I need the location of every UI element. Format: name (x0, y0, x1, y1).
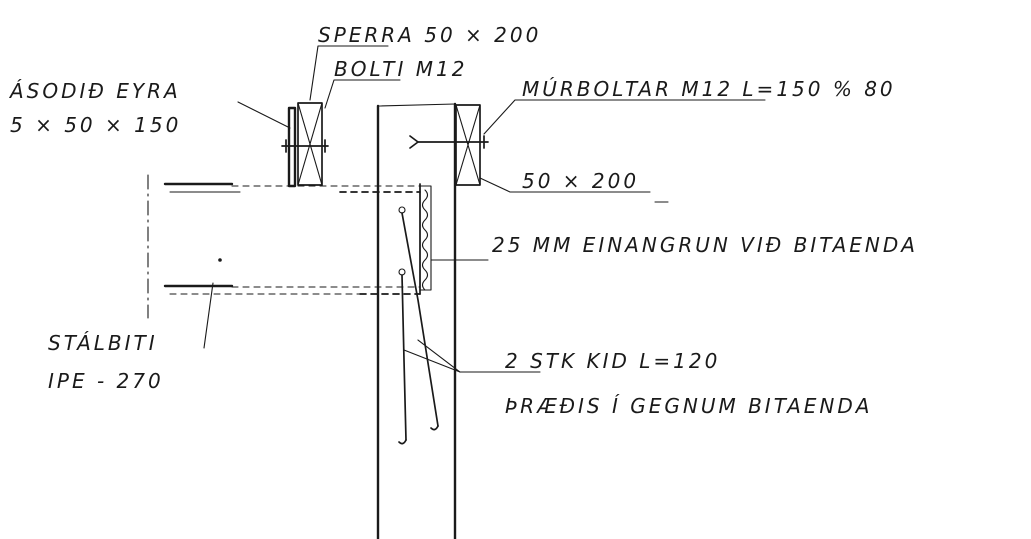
label-stalbiti-line1: STÁLBITI (48, 331, 158, 355)
insulation (419, 185, 432, 291)
plate-detail (409, 104, 489, 186)
steel-beam (147, 174, 421, 319)
leader-lines (203, 45, 766, 373)
label-asodid-eyra-line1: ÁSODIÐ EYRA (8, 79, 181, 103)
rafter-detail (281, 102, 329, 188)
label-murboltar: MÚRBOLTAR M12 L=150 % 80 (522, 77, 896, 101)
label-kid-line1: 2 STK KID L=120 (505, 349, 720, 373)
label-kid-line2: ÞRÆÐIS Í GEGNUM BITAENDA (505, 394, 872, 418)
label-bolti: BOLTI M12 (334, 57, 467, 81)
wire-anchors (398, 206, 439, 445)
label-einangrun: 25 MM EINANGRUN VIÐ BITAENDA (492, 233, 918, 257)
masonry-wall (376, 102, 457, 539)
label-sperra: SPERRA 50 × 200 (318, 23, 541, 47)
label-timber-size: 50 × 200 (522, 169, 639, 193)
label-stalbiti-line2: IPE - 270 (48, 369, 164, 393)
label-asodid-eyra-line2: 5 × 50 × 150 (10, 113, 181, 137)
